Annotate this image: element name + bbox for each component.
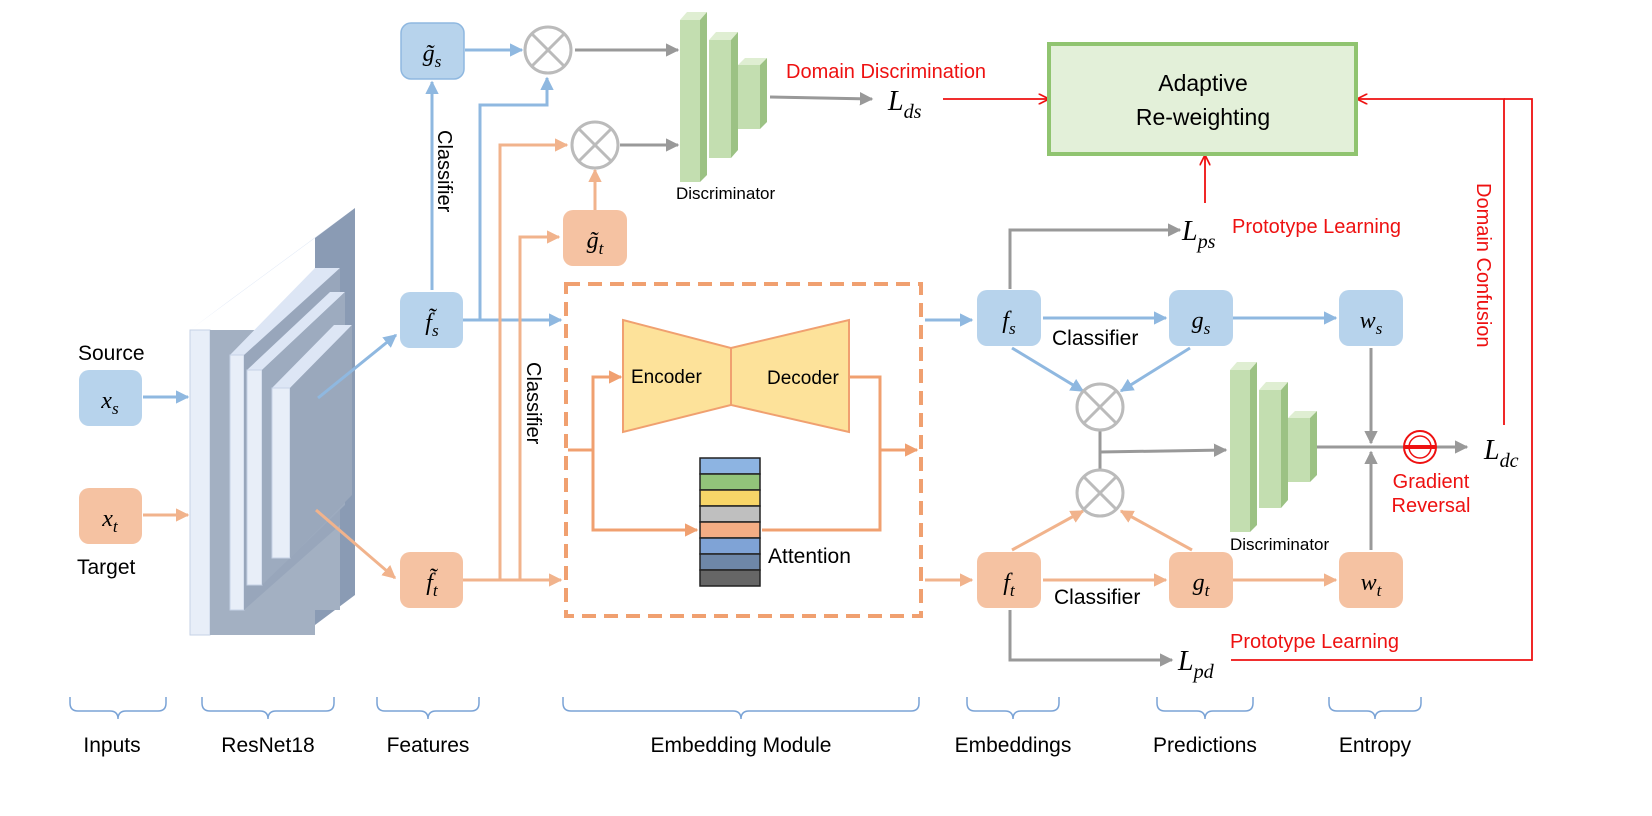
edge-resnet-fs [317,333,398,400]
edge-emb-attention [591,450,699,537]
node-entropy-wt: wt [1339,552,1403,608]
node-feature-ft: f̃t [400,552,463,608]
resnet-layer-4 [271,325,352,559]
section-label-entropy: Entropy [1339,734,1412,757]
target-label: Target [77,556,136,579]
multiply-node-2 [570,120,620,170]
gradient-reversal-line1: Gradient [1393,471,1470,493]
discriminator-top [680,12,767,182]
multiply-node-3 [1075,382,1125,432]
discriminator-label-top: Discriminator [676,184,776,203]
loss-lpd: Lpd [1177,646,1215,683]
node-prediction-gs: gs [1169,290,1233,346]
discriminator-label-bottom: Discriminator [1230,535,1330,554]
edge-lpd-adaptive [1231,98,1533,661]
node-entropy-ws: ws [1339,290,1403,346]
edge-disc-lds [769,92,874,106]
source-label: Source [78,342,145,365]
attention-stack [699,457,761,587]
svg-text:wt: wt [1361,570,1383,600]
multiply-node-1 [523,25,573,75]
svg-text:g̃s: g̃s [423,41,442,71]
edge-fs-mult1 [463,76,554,322]
encoder-label: Encoder [631,367,702,388]
svg-text:g̃t: g̃t [587,228,605,258]
svg-text:ft: ft [1003,570,1016,600]
section-label-predictions: Predictions [1153,734,1257,757]
node-feature-gt: g̃t [563,210,627,266]
edge-ft-gt [518,230,561,580]
adaptive-reweighting-box [1047,42,1358,156]
svg-text:gt: gt [1193,570,1211,600]
prototype-learning-label-bottom: Prototype Learning [1230,631,1399,653]
gradient-reversal-line2: Reversal [1392,495,1471,517]
multiply-node-4 [1075,468,1125,518]
svg-text:ws: ws [1360,308,1383,338]
node-embedding-fs: fs [977,290,1041,346]
gradient-reversal-icon [1403,430,1437,464]
classifier-label-features: Classifier [433,130,455,213]
edge-ft-mult2 [498,138,569,580]
loss-ldc: Ldc [1483,435,1519,472]
node-embedding-ft: ft [977,552,1041,608]
svg-text:xs: xs [100,388,119,418]
edge-ft-lpd [1008,610,1174,667]
edge-fs-mult3 [1011,346,1085,393]
section-labels: Inputs ResNet18 Features Embedding Modul… [83,734,1411,757]
node-feature-fs: f̃s [400,292,463,348]
classifier-label-target: Classifier [522,362,544,445]
prototype-learning-label-top: Prototype Learning [1232,216,1401,238]
edge-ft-mult4 [1011,509,1085,552]
classifier-label-source-pred: Classifier [1052,327,1138,350]
discriminator-bottom [1230,362,1317,532]
adaptive-title-line1: Adaptive [1158,70,1248,96]
edge-emb-encoder [568,370,623,452]
section-label-embeddings: Embeddings [955,734,1072,757]
section-label-resnet18: ResNet18 [221,734,314,757]
edge-gs2-mult3 [1119,346,1191,393]
edge-resnet-ft [315,508,397,580]
domain-confusion-label: Domain Confusion [1472,183,1494,348]
svg-text:gs: gs [1192,308,1211,338]
node-prediction-gt: gt [1169,552,1233,608]
embedding-module-box [564,282,923,618]
edge-gt2-mult4 [1119,509,1193,552]
decoder-label: Decoder [767,368,839,389]
svg-text:xt: xt [101,506,119,536]
resnet18-stack [189,208,355,636]
adaptive-title-line2: Re-weighting [1136,104,1270,130]
section-label-inputs: Inputs [83,734,140,757]
loss-lps: Lps [1181,216,1216,253]
edge-fs-lps [1008,223,1182,289]
attention-label: Attention [768,545,851,568]
section-label-embedding-module: Embedding Module [651,734,832,757]
loss-lds: Lds [887,86,922,123]
section-label-features: Features [387,734,470,757]
domain-discrimination-label: Domain Discrimination [786,61,986,83]
node-xs: xs [79,370,142,426]
classifier-label-target-pred: Classifier [1054,586,1140,609]
node-feature-gs: g̃s [400,22,465,80]
edge-mult-disc2 [1099,443,1228,457]
edge-decoder-out [850,375,919,457]
node-xt: xt [79,488,142,544]
edge-attention-out [762,450,882,532]
section-braces [69,697,1422,720]
svg-text:fs: fs [1002,308,1016,338]
decoder-shape [730,318,850,434]
